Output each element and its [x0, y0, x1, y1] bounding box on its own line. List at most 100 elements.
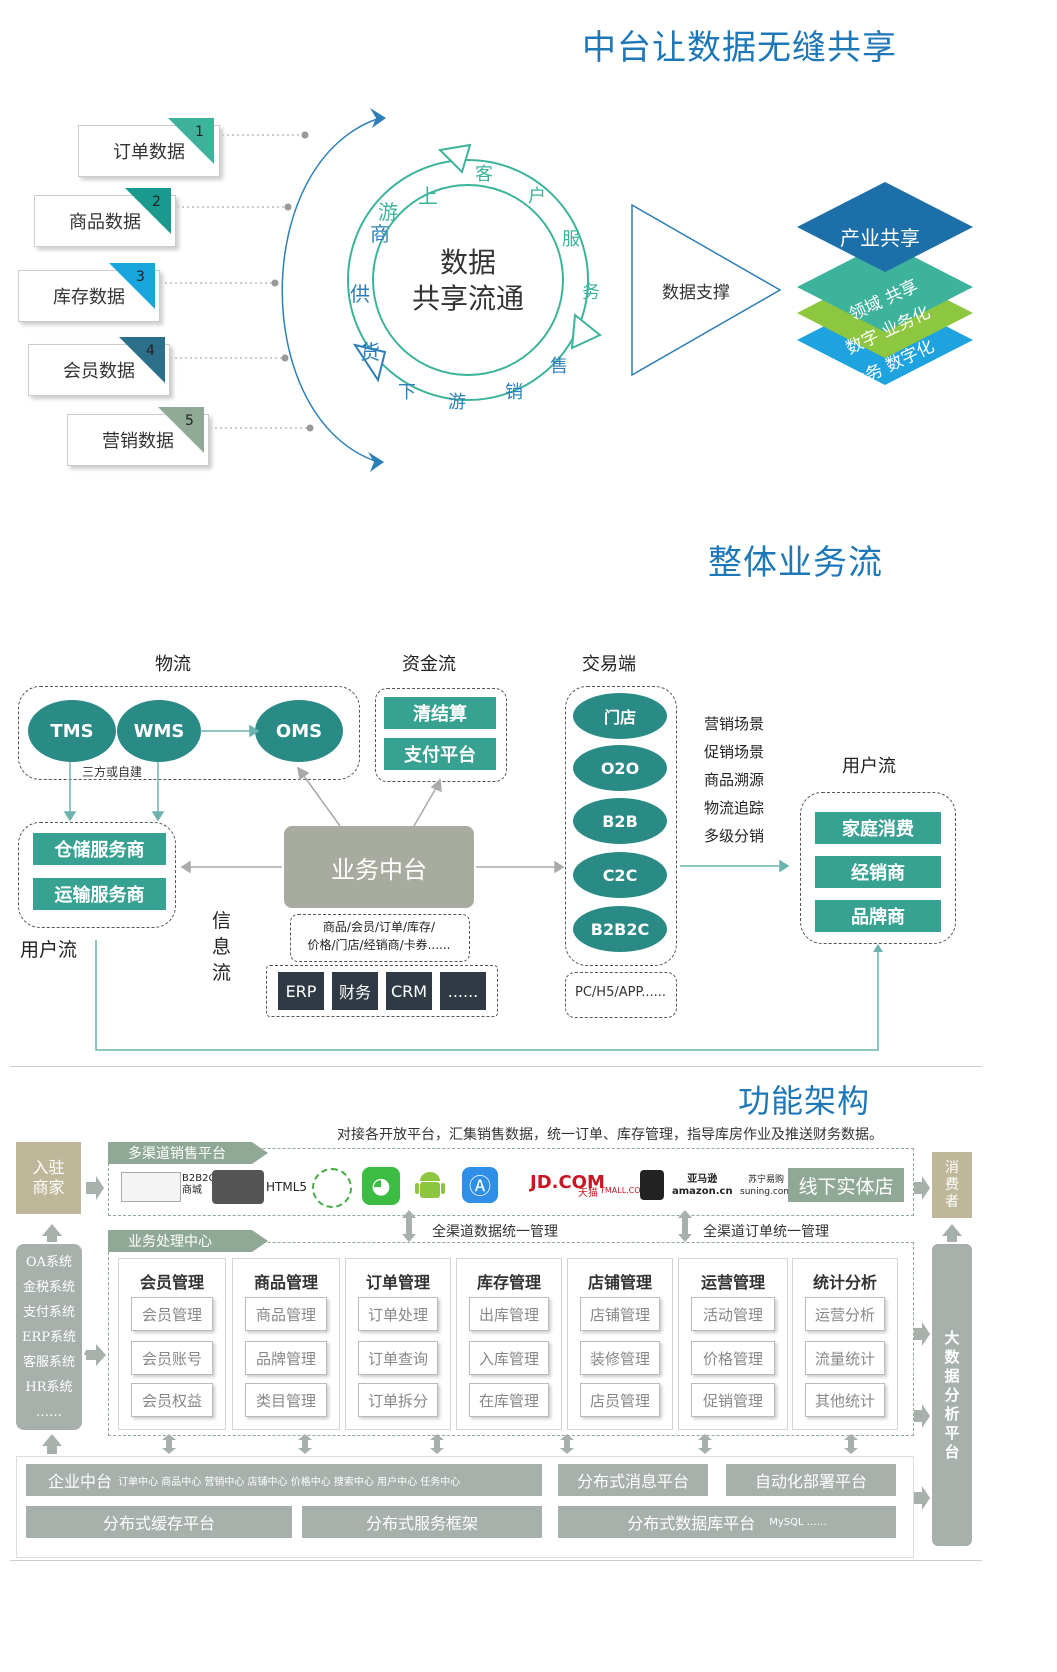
merchant-box: 入驻商家: [16, 1142, 81, 1214]
fund-label: 资金流: [402, 654, 456, 675]
ring-inner: [372, 184, 564, 376]
ring-char: 货: [360, 340, 380, 364]
section1-title: 中台让数据无缝共享: [582, 28, 897, 68]
trade-label: 交易端: [582, 654, 636, 675]
badge-1: [168, 118, 214, 164]
bigdata-platform: 大数据分析平台: [932, 1244, 972, 1546]
ring-char: 户: [528, 186, 546, 207]
third-party-label: 三方或自建: [82, 765, 143, 779]
trade-sub-label: PC/H5/APP......: [575, 985, 667, 1000]
trade-b2b2c: B2B2C: [573, 906, 667, 952]
section-divider: [10, 1066, 982, 1067]
logistics-label: 物流: [155, 654, 191, 675]
section3-subtitle: 对接各开放平台，汇集销售数据，统一订单、库存管理，指导库房作业及推送财务数据。: [337, 1127, 883, 1143]
user-brand: 品牌商: [815, 900, 941, 932]
consumer-box: 消费者: [932, 1152, 972, 1218]
trade-store: 门店: [573, 693, 667, 739]
jd-logo: JD.COM: [530, 1172, 605, 1193]
module-product: 商品管理 商品管理 品牌管理 类目管理: [232, 1258, 340, 1430]
tmall-logo: TMALL.COM: [600, 1186, 648, 1195]
dist-cache-bar: 分布式缓存平台: [26, 1506, 292, 1538]
offline-store: 线下实体店: [788, 1168, 904, 1202]
badge-3: [109, 263, 155, 309]
html5-label: HTML5: [266, 1180, 308, 1194]
tmall-cat-icon: [640, 1170, 664, 1200]
badge-3-num: 3: [136, 269, 145, 285]
support-label: 数据支撑: [662, 283, 730, 303]
platform-region: [16, 1456, 914, 1558]
oms-node: OMS: [255, 700, 343, 762]
data-box-order: 订单数据: [78, 125, 220, 177]
settlement-box: 清结算: [384, 697, 496, 729]
ring-outer: [347, 159, 589, 401]
enterprise-bar: 企业中台订单中心 商品中心 营销中心 店铺中心 价格中心 搜索中心 用户中心 任…: [26, 1464, 542, 1496]
sharing-diagram: [155, 108, 782, 472]
sys-more: ......: [440, 972, 486, 1010]
module-order: 订单管理 订单处理 订单查询 订单拆分: [345, 1258, 451, 1430]
dist-service-bar: 分布式服务框架: [302, 1506, 542, 1538]
badge-2-num: 2: [152, 194, 161, 210]
section2-title: 整体业务流: [708, 543, 883, 583]
ring-char: 下: [398, 382, 416, 403]
user-dealer: 经销商: [815, 856, 941, 888]
wms-node: WMS: [117, 700, 201, 762]
logistics-group: [18, 686, 360, 780]
unify-data-label: 全渠道数据统一管理: [432, 1224, 558, 1240]
user-household: 家庭消费: [815, 812, 941, 844]
tmall-cn: 天猫: [578, 1188, 598, 1199]
payment-box: 支付平台: [384, 738, 496, 770]
ring-char: 服: [562, 229, 580, 250]
business-center: 业务中台: [284, 826, 474, 908]
section3-title: 功能架构: [738, 1082, 871, 1120]
support-triangle: [631, 203, 782, 377]
qr-icon: [312, 1168, 352, 1208]
auto-deploy-bar: 自动化部署平台: [726, 1464, 896, 1496]
center-label: 数据 共享流通: [411, 246, 524, 315]
appstore-icon: Ⓐ: [462, 1167, 498, 1203]
badge-1-num: 1: [195, 124, 204, 140]
scene-list: 营销场景 促销场景 商品溯源 物流追踪 多级分销: [704, 715, 765, 845]
ring-char: 客: [475, 164, 493, 185]
left-systems: OA系统 金税系统 支付系统 ERP系统 客服系统 HR系统 ……: [16, 1244, 82, 1430]
b2b2c-thumb: [121, 1172, 181, 1202]
bottom-divider: [10, 1560, 982, 1561]
trade-o2o: O2O: [573, 745, 667, 791]
ring-char: 销: [505, 382, 523, 403]
channel-tag: 多渠道销售平台: [108, 1142, 268, 1164]
bc-desc: 商品/会员/订单/库存/价格/门店/经销商/卡券......: [307, 920, 451, 952]
sys-crm: CRM: [386, 972, 432, 1010]
badge-5: [158, 407, 204, 453]
sys-erp: ERP: [278, 972, 324, 1010]
user-flow-left: 用户流: [20, 939, 78, 961]
warehouse-provider: 仓储服务商: [33, 833, 166, 865]
dist-msg-bar: 分布式消息平台: [558, 1464, 708, 1496]
channel-region: [108, 1148, 914, 1216]
ring-char: 售: [550, 356, 568, 377]
info-flow-label: 信息流: [212, 910, 232, 984]
layer-stack: [797, 182, 973, 385]
process-tag: 业务处理中心: [108, 1230, 268, 1252]
process-region: [108, 1242, 914, 1436]
ring-char: 供: [350, 282, 370, 306]
module-store: 店铺管理 店铺管理 装修管理 店员管理: [567, 1258, 673, 1430]
badge-4: [119, 337, 165, 383]
module-operation: 运营管理 活动管理 价格管理 促销管理: [678, 1258, 788, 1430]
module-statistics: 统计分析 运营分析 流量统计 其他统计: [792, 1258, 898, 1430]
module-member: 会员管理 会员管理 会员账号 会员权益: [118, 1258, 226, 1430]
android-icon: [412, 1168, 448, 1204]
ring-char: 游: [378, 200, 398, 224]
layer-industry: 产业共享: [840, 226, 920, 250]
badge-2: [125, 188, 171, 234]
provider-group: [18, 822, 176, 928]
trade-b2b: B2B: [573, 798, 667, 844]
ring-char: 商: [370, 222, 390, 246]
wechat-icon: ◕: [362, 1167, 400, 1205]
transport-provider: 运输服务商: [33, 878, 166, 910]
phone-icon: [212, 1170, 264, 1204]
trade-c2c: C2C: [573, 852, 667, 898]
tms-node: TMS: [28, 700, 116, 762]
user-flow-right: 用户流: [842, 756, 896, 777]
